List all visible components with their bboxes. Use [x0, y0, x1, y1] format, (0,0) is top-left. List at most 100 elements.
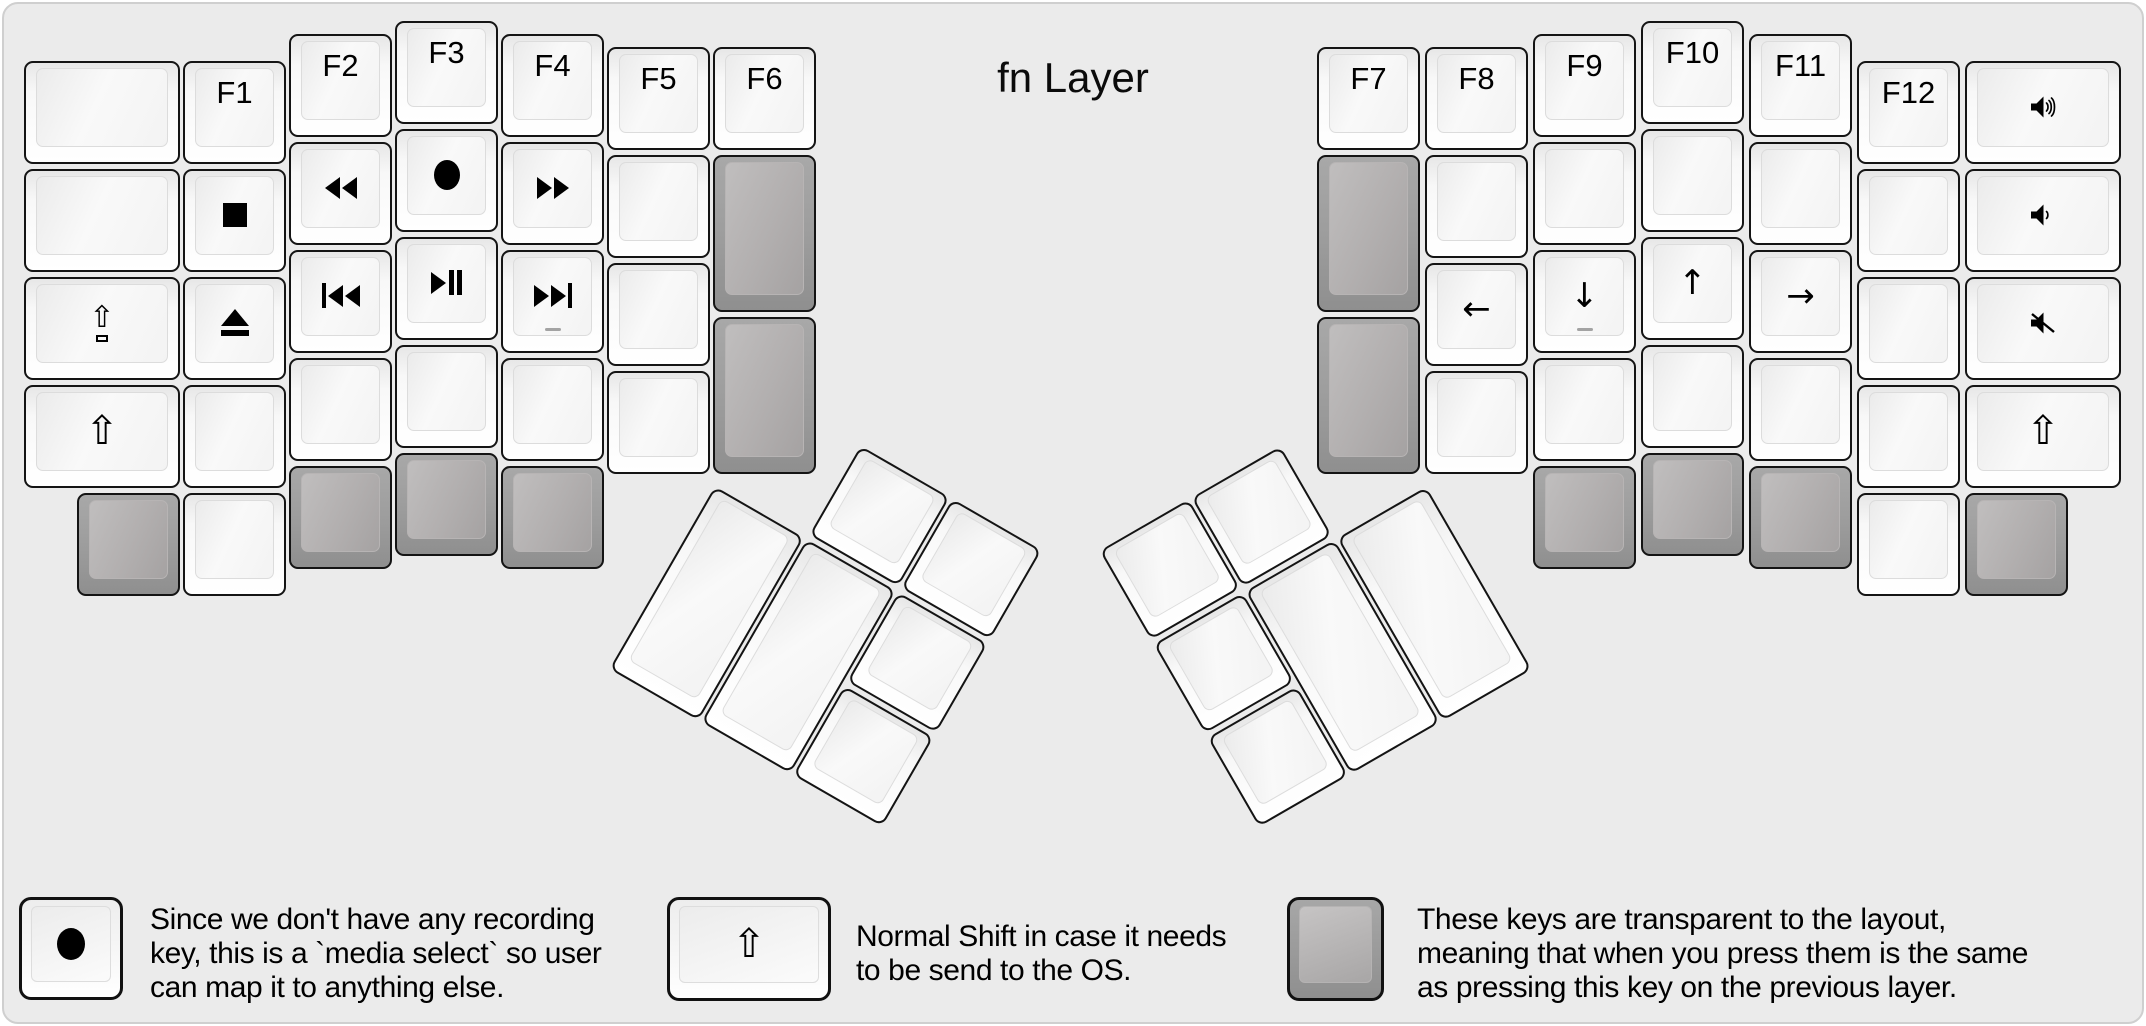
key-blank[interactable]: [1425, 155, 1528, 258]
arrow-left-icon: ←: [1462, 288, 1491, 329]
key-label: F2: [322, 48, 359, 83]
key-shift[interactable]: ⇧: [24, 385, 180, 488]
key-next-track[interactable]: [501, 250, 604, 353]
key-transparent[interactable]: [713, 155, 816, 312]
key-transparent[interactable]: [1749, 466, 1852, 569]
key-blank[interactable]: [607, 155, 710, 258]
key-blank[interactable]: [1533, 358, 1636, 461]
key-f11[interactable]: F11: [1749, 34, 1852, 137]
keycap-surface: [1869, 392, 1948, 471]
key-blank[interactable]: [1425, 371, 1528, 474]
record-icon: [397, 131, 496, 218]
legend-text-line: key, this is a `media select` so user: [150, 937, 602, 970]
key-blank[interactable]: [1641, 345, 1744, 448]
keycap-surface: [1545, 257, 1624, 336]
key-transparent[interactable]: [1641, 453, 1744, 556]
legend-text-line: Normal Shift in case it needs: [856, 920, 1227, 953]
key-media-stop[interactable]: [183, 169, 286, 272]
key-blank[interactable]: [1857, 385, 1960, 488]
key-shift[interactable]: ⇧: [1965, 385, 2121, 488]
keycap-surface: [301, 149, 380, 228]
key-transparent[interactable]: [501, 466, 604, 569]
key-f4[interactable]: F4: [501, 34, 604, 137]
keycap-surface: [725, 324, 804, 457]
key-caps-lock[interactable]: ⇧: [24, 277, 180, 380]
key-label: F1: [216, 75, 253, 110]
key-arrow-right[interactable]: →: [1749, 250, 1852, 353]
fast-forward-icon: [503, 144, 602, 231]
key-label: F10: [1665, 35, 1720, 70]
key-label: F7: [1350, 61, 1387, 96]
legend-text-line: Since we don't have any recording: [150, 903, 595, 936]
key-blank[interactable]: [24, 169, 180, 272]
legend-text-line: as pressing this key on the previous lay…: [1417, 971, 1957, 1004]
key-blank[interactable]: [501, 358, 604, 461]
keycap-surface: [725, 54, 804, 133]
key-blank[interactable]: [289, 358, 392, 461]
key-blank[interactable]: [607, 263, 710, 366]
keycap-surface: [513, 365, 592, 444]
play-pause-icon: [397, 239, 496, 326]
key-transparent[interactable]: [289, 466, 392, 569]
keycap-surface: [1977, 392, 2109, 471]
key-f1[interactable]: F1: [183, 61, 286, 164]
key-blank[interactable]: [1749, 358, 1852, 461]
volume-up-icon: [1967, 63, 2119, 150]
key-blank[interactable]: [1857, 169, 1960, 272]
keycap-surface: [36, 176, 168, 255]
key-blank[interactable]: [24, 61, 180, 164]
key-fast-forward[interactable]: [501, 142, 604, 245]
key-blank[interactable]: [183, 385, 286, 488]
key-blank[interactable]: [1641, 129, 1744, 232]
keycap-surface: [1545, 41, 1624, 120]
key-f12[interactable]: F12: [1857, 61, 1960, 164]
key-f2[interactable]: F2: [289, 34, 392, 137]
key-blank[interactable]: [1857, 493, 1960, 596]
keycap-surface: [1653, 352, 1732, 431]
key-volume-up[interactable]: [1965, 61, 2121, 164]
key-f6[interactable]: F6: [713, 47, 816, 150]
key-blank[interactable]: [1533, 142, 1636, 245]
key-play-pause[interactable]: [395, 237, 498, 340]
key-f9[interactable]: F9: [1533, 34, 1636, 137]
record-key-icon: [19, 897, 123, 1000]
keycap-surface: [513, 149, 592, 228]
key-transparent[interactable]: [713, 317, 816, 474]
keycap-surface: [513, 41, 592, 120]
key-transparent[interactable]: [1533, 466, 1636, 569]
key-transparent[interactable]: [1317, 155, 1420, 312]
key-prev-track[interactable]: [289, 250, 392, 353]
key-transparent[interactable]: [395, 453, 498, 556]
key-arrow-left[interactable]: ←: [1425, 263, 1528, 366]
key-rewind[interactable]: [289, 142, 392, 245]
keycap-surface: [679, 906, 819, 983]
key-eject[interactable]: [183, 277, 286, 380]
key-transparent[interactable]: [1965, 493, 2068, 596]
key-transparent[interactable]: [1317, 317, 1420, 474]
shift-icon: ⇧: [732, 921, 766, 967]
key-arrow-down[interactable]: ↓: [1533, 250, 1636, 353]
keycap-surface: [301, 365, 380, 444]
key-f8[interactable]: F8: [1425, 47, 1528, 150]
key-blank[interactable]: [1749, 142, 1852, 245]
key-f10[interactable]: F10: [1641, 21, 1744, 124]
keycap-surface: [36, 68, 168, 147]
key-f7[interactable]: F7: [1317, 47, 1420, 150]
key-record[interactable]: [395, 129, 498, 232]
key-f3[interactable]: F3: [395, 21, 498, 124]
keycap-surface: [1977, 500, 2056, 579]
keycap-surface: [1437, 378, 1516, 457]
key-blank[interactable]: [1857, 277, 1960, 380]
key-blank[interactable]: [183, 493, 286, 596]
key-mute[interactable]: [1965, 277, 2121, 380]
eject-icon: [185, 279, 284, 366]
keycap-surface: [36, 392, 168, 471]
homing-dash: [1576, 328, 1593, 331]
key-f5[interactable]: F5: [607, 47, 710, 150]
key-arrow-up[interactable]: ↑: [1641, 237, 1744, 340]
key-transparent[interactable]: [77, 493, 180, 596]
key-volume-down[interactable]: [1965, 169, 2121, 272]
key-blank[interactable]: [395, 345, 498, 448]
keycap-surface: [407, 28, 486, 107]
key-blank[interactable]: [607, 371, 710, 474]
